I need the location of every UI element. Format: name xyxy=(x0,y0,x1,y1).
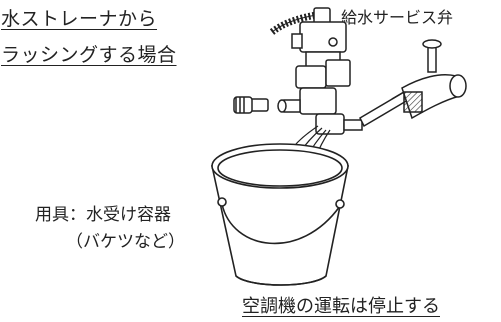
title-line-1: 水ストレーナから xyxy=(1,8,158,30)
flexible-hose-icon xyxy=(269,11,317,35)
supply-valve-label: 給水サービス弁 xyxy=(341,8,454,27)
supply-pipe-icon xyxy=(359,39,467,128)
solenoid-valve-icon xyxy=(291,7,347,69)
tools-label: 用具：水受け容器 xyxy=(35,205,171,225)
strainer-plug-icon xyxy=(233,96,269,114)
tools-example-label: （バケツなど） xyxy=(66,232,185,252)
strainer-body-icon xyxy=(277,59,363,135)
stop-operation-note: 空調機の運転は停止する xyxy=(242,296,440,317)
bucket-icon xyxy=(211,143,349,286)
title-line-2: ラッシングする場合 xyxy=(1,44,177,66)
